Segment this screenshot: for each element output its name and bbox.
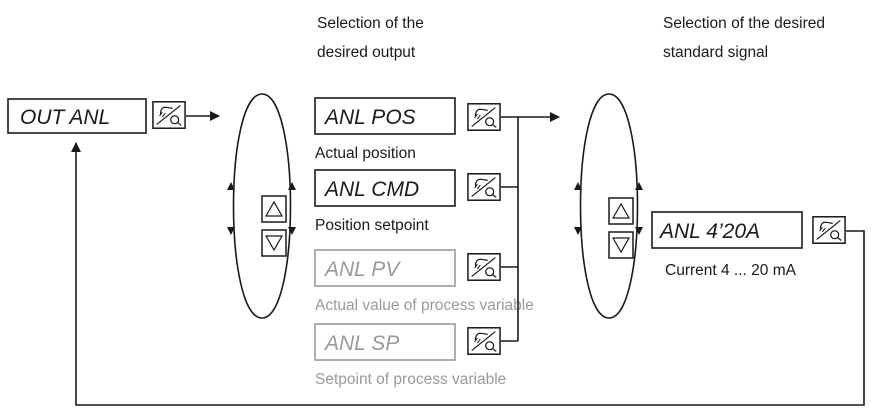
arrow-down-key-icon[interactable] <box>261 229 287 257</box>
anl-sp-menu-item[interactable]: ANL SP <box>314 323 456 361</box>
anl-cmd-label: ANL CMD <box>323 178 419 201</box>
anl-pv-caption: Actual value of process variable <box>315 297 534 314</box>
out-anl-label: OUT ANL <box>20 106 110 129</box>
loop-arrow-up-icon <box>635 182 643 190</box>
anl-pos-caption: Actual position <box>315 145 416 162</box>
hand-pointer-key-icon[interactable] <box>467 172 501 202</box>
output-header-line1: Selection of the <box>317 15 424 32</box>
anl-4-20a-label: ANL 4’20A <box>658 220 760 243</box>
hand-pointer-key-icon[interactable] <box>467 102 501 132</box>
hand-pointer-key-icon[interactable] <box>467 326 501 356</box>
anl-sp-caption: Setpoint of process variable <box>315 371 506 388</box>
out-anl-menu-item[interactable]: OUT ANL <box>7 98 147 134</box>
loop-arrow-down-icon <box>635 227 643 235</box>
anl-sp-label: ANL SP <box>323 332 399 355</box>
anl-4-20a-caption: Current 4 ... 20 mA <box>665 262 797 279</box>
signal-header-line2: standard signal <box>663 44 768 61</box>
loop-arrow-up-icon <box>227 182 235 190</box>
output-bus-lines <box>501 116 519 342</box>
hand-pointer-key-icon[interactable] <box>812 215 846 245</box>
hand-pointer-key-icon[interactable] <box>467 252 501 282</box>
output-header-line2: desired output <box>317 44 416 61</box>
anl-pos-menu-item[interactable]: ANL POS <box>314 97 456 135</box>
loop-arrow-down-icon <box>288 227 296 235</box>
loop-arrow-up-icon <box>574 182 582 190</box>
anl-4-20a-menu-item[interactable]: ANL 4’20A <box>651 211 803 249</box>
anl-cmd-menu-item[interactable]: ANL CMD <box>314 169 456 207</box>
signal-header-line1: Selection of the desired <box>663 15 825 32</box>
arrow-up-key-icon[interactable] <box>261 195 287 223</box>
signal-selection-loop <box>579 93 639 319</box>
arrow-down-key-icon[interactable] <box>608 231 634 259</box>
loop-arrow-down-icon <box>227 227 235 235</box>
arrow-up-key-icon[interactable] <box>608 197 634 225</box>
anl-pv-menu-item[interactable]: ANL PV <box>314 249 456 287</box>
anl-pos-label: ANL POS <box>323 106 416 129</box>
hand-pointer-key-icon[interactable] <box>152 100 186 130</box>
return-arrow <box>71 142 865 406</box>
anl-cmd-caption: Position setpoint <box>315 217 429 234</box>
loop-arrow-up-icon <box>288 182 296 190</box>
output-selection-loop <box>232 93 292 319</box>
anl-pv-label: ANL PV <box>323 258 401 281</box>
loop-arrow-down-icon <box>574 227 582 235</box>
